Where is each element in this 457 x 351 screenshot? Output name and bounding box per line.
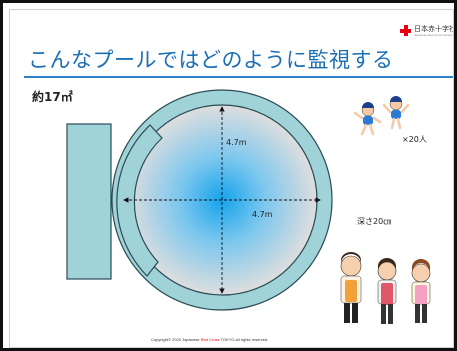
pool-diagram: 4.7m 4.7m: [66, 89, 431, 324]
vertical-dimension-label: 4.7m: [226, 138, 247, 147]
copyright-footer: Copyright© 2020 Japanese Red Cross TOKYO…: [151, 337, 268, 342]
red-cross-logo: 日本赤十字社 Japanese Red Cross Society: [400, 24, 454, 40]
swimming-children-illustration: [353, 96, 410, 136]
logo-name: 日本赤十字社: [414, 25, 454, 33]
title-divider: [24, 76, 453, 78]
area-label: 約17㎡: [32, 90, 73, 104]
copyright-suffix: TOKYO.all rights reserved.: [219, 337, 269, 342]
children-count-label: ×20人: [402, 135, 427, 144]
pool-step: [116, 124, 163, 277]
pool-platform: [66, 123, 112, 280]
copyright-text: Copyright© 2020 Japanese: [151, 337, 201, 342]
horizontal-dimension-label: 4.7m: [252, 210, 273, 219]
slide-title: こんなプールではどのように監視する: [28, 48, 394, 72]
red-cross-icon: [400, 25, 411, 36]
depth-label: 深さ20㎝: [357, 217, 392, 226]
slide: 日本赤十字社 Japanese Red Cross Society こんなプール…: [9, 9, 454, 348]
logo-subtitle: Japanese Red Cross Society: [414, 33, 453, 37]
lifeguard-staff-illustration: [340, 252, 431, 324]
copyright-red-cross: Red Cross: [200, 337, 220, 342]
